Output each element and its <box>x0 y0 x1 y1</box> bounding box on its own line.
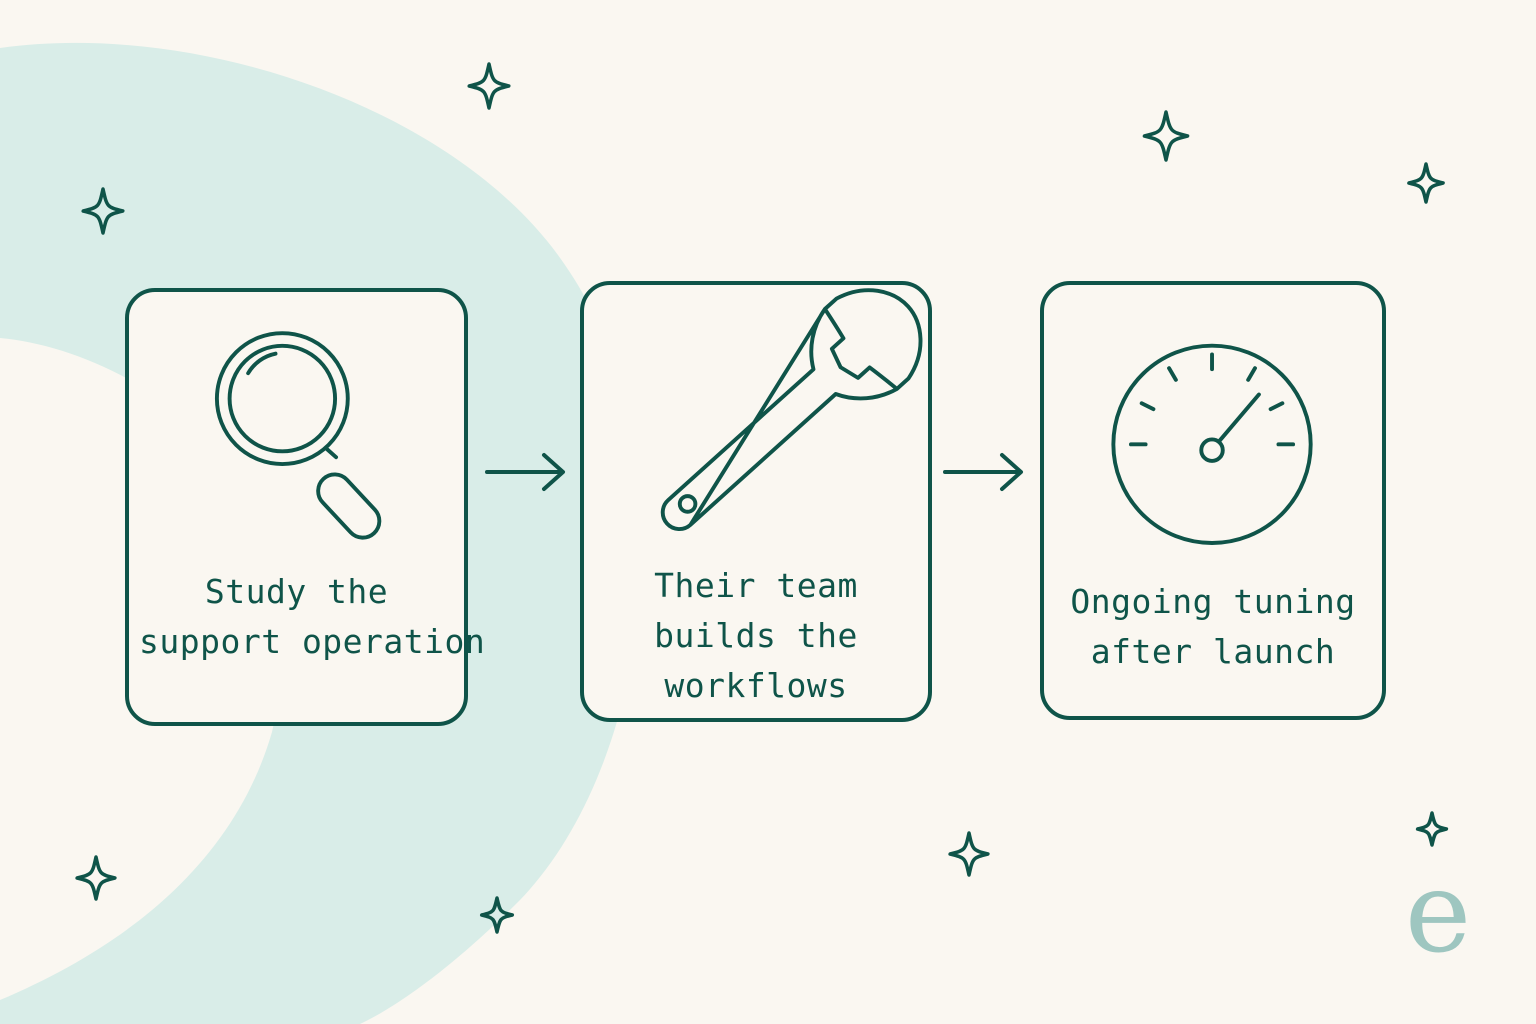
gauge-icon <box>1111 343 1313 545</box>
step-label-tune: Ongoing tuning after launch <box>1054 577 1372 677</box>
step-label-line: Their team <box>654 566 858 605</box>
sparkle-icon <box>81 187 125 235</box>
wrench-icon <box>660 288 923 531</box>
arrow-right-icon <box>943 453 1023 491</box>
step-label-line: workflows <box>664 666 848 705</box>
sparkle-icon <box>948 831 990 877</box>
brand-logo: e <box>1404 848 1472 978</box>
sparkle-icon <box>1142 110 1190 162</box>
step-card-build: Their team builds the workflows <box>580 281 932 722</box>
step-label-line: builds the <box>654 616 858 655</box>
arrow-right-icon <box>485 453 565 491</box>
sparkle-icon <box>467 62 511 110</box>
sparkle-icon <box>479 896 515 934</box>
step-label-build: Their team builds the workflows <box>594 561 918 711</box>
sparkle-icon <box>1415 811 1449 847</box>
step-label-line: Ongoing tuning <box>1070 582 1356 621</box>
step-label-line: Study the <box>204 572 389 611</box>
step-card-tune: Ongoing tuning after launch <box>1040 281 1386 720</box>
step-card-study: Study the support operation <box>125 288 486 726</box>
step-label-study: Study the support operation <box>139 567 486 667</box>
magnifying-glass-icon <box>214 331 382 540</box>
sparkle-icon <box>75 855 117 901</box>
sparkle-icon <box>1407 162 1445 204</box>
sparkles-group <box>75 62 1449 934</box>
step-label-line: after launch <box>1090 632 1336 671</box>
step-label-line: support operation <box>139 622 486 661</box>
